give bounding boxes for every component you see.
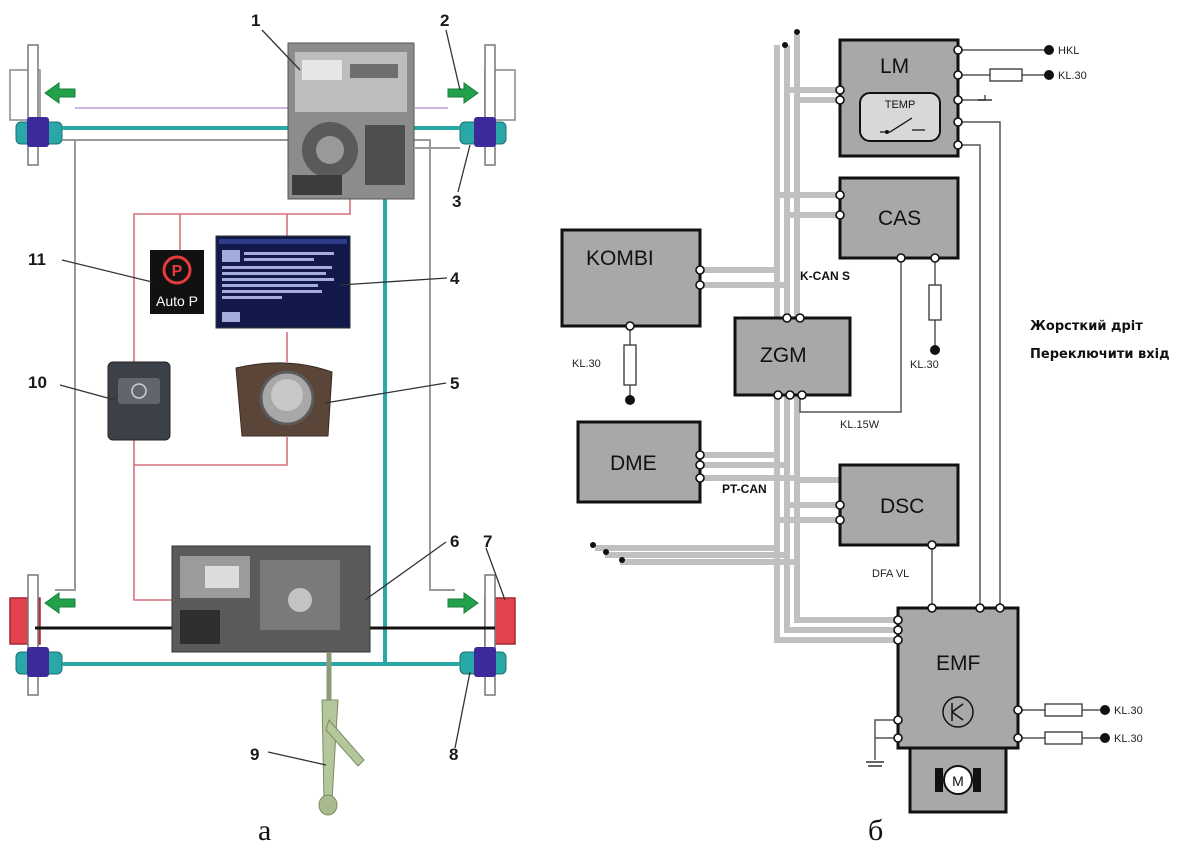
callout-7: 7 [483,532,492,551]
callout-4: 4 [450,269,460,288]
emf-actuator-photo [172,546,370,652]
legend-hard-wire: Жорсткий дріт [1030,319,1143,334]
legend-switch-input: Переключити вхід [1030,347,1170,362]
callout-6: 6 [450,532,459,551]
wheel-front-left [10,45,75,165]
dsc-label: DSC [880,495,924,518]
svg-text:P: P [172,263,183,280]
caption-b: б [868,814,883,847]
module-zgm: ZGM [735,318,850,395]
lm-label: LM [880,55,909,78]
auto-p-indicator: P Auto P [150,250,204,314]
terminal-kl15w: KL.15W [840,419,880,431]
module-cas: CAS [840,178,958,258]
module-emf: EMF [898,608,1018,748]
callout-10: 10 [28,373,47,392]
terminal-kl30-cas: KL.30 [910,359,939,371]
module-dme: DME [578,422,700,502]
terminal-kl30-emf-2: KL.30 [1114,733,1143,745]
cid-display [216,236,350,328]
emf-label: EMF [936,652,980,675]
parking-brake-switch [108,362,170,440]
motor-label: M [952,773,964,789]
terminal-hkl: HKL [1058,45,1079,57]
auto-p-label: Auto P [156,293,198,309]
cas-label: CAS [878,207,921,230]
panel-a: P Auto P [10,11,515,847]
callout-11: 11 [28,250,46,269]
callout-8: 8 [449,745,458,764]
terminal-dfa-vl: DFA VL [872,568,909,580]
callout-1: 1 [251,11,260,30]
module-dsc: DSC [840,465,958,545]
kombi-label: KOMBI [586,247,654,270]
terminal-kl30-kombi: KL.30 [572,358,601,370]
auto-hold-button [236,363,332,436]
terminal-kl30-emf-1: KL.30 [1114,705,1143,717]
callout-3: 3 [452,192,461,211]
temp-label: TEMP [885,99,916,111]
caption-a: а [258,814,271,847]
engine-unit-photo [288,43,414,199]
wheel-rear-right [448,575,515,695]
zgm-label: ZGM [760,344,807,367]
callout-5: 5 [450,374,459,393]
callout-2: 2 [440,11,449,30]
module-lm: LM TEMP [840,40,958,156]
bus-kcan-label: K-CAN S [800,269,850,283]
emergency-release-handle [319,652,364,815]
bus-ptcan-label: PT-CAN [722,482,767,496]
module-kombi: KOMBI [562,230,700,326]
terminal-kl30-lm: KL.30 [1058,70,1087,82]
motor: M [910,748,1006,812]
callout-9: 9 [250,745,259,764]
panel-b: LM TEMP CAS KOMBI ZGM DME DS [562,29,1170,847]
dme-label: DME [610,452,657,475]
wheel-rear-left [10,575,75,695]
